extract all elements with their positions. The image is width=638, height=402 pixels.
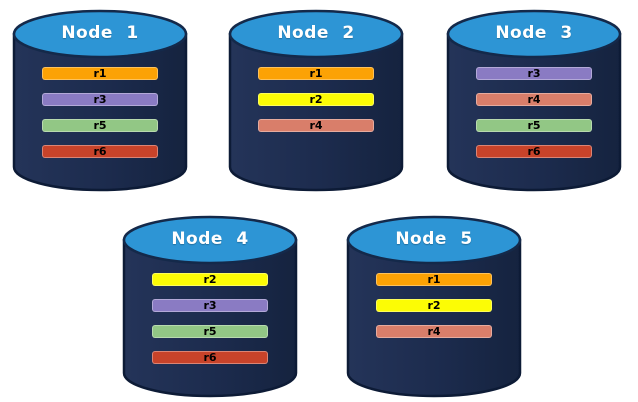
replica-bar: r1: [376, 273, 492, 286]
replica-bar: r3: [42, 93, 158, 106]
node-title: Node 5: [395, 229, 473, 249]
replica-bar: r5: [42, 119, 158, 132]
replica-bar: r3: [152, 299, 268, 312]
replica-bar: r4: [476, 93, 592, 106]
node-4: Node 4 r2 r3 r5 r6: [122, 214, 298, 398]
replica-bar: r6: [476, 145, 592, 158]
replica-bar: r3: [476, 67, 592, 80]
node-title: Node 2: [277, 23, 355, 43]
replica-bar: r2: [258, 93, 374, 106]
replica-bar: r1: [258, 67, 374, 80]
replica-list: r1 r2 r4: [376, 273, 492, 351]
replica-bar: r2: [376, 299, 492, 312]
node-title: Node 1: [61, 23, 139, 43]
node-title: Node 4: [171, 229, 249, 249]
replica-bar: r5: [152, 325, 268, 338]
node-1: Node 1 r1 r3 r5 r6: [12, 8, 188, 192]
node-2: Node 2 r1 r2 r4: [228, 8, 404, 192]
replica-bar: r4: [376, 325, 492, 338]
replica-bar: r5: [476, 119, 592, 132]
node-5: Node 5 r1 r2 r4: [346, 214, 522, 398]
replica-bar: r1: [42, 67, 158, 80]
replica-bar: r6: [152, 351, 268, 364]
replica-bar: r4: [258, 119, 374, 132]
replica-bar: r2: [152, 273, 268, 286]
replica-list: r1 r2 r4: [258, 67, 374, 145]
replica-list: r3 r4 r5 r6: [476, 67, 592, 171]
node-title: Node 3: [495, 23, 573, 43]
node-3: Node 3 r3 r4 r5 r6: [446, 8, 622, 192]
replica-list: r1 r3 r5 r6: [42, 67, 158, 171]
replica-bar: r6: [42, 145, 158, 158]
replica-list: r2 r3 r5 r6: [152, 273, 268, 377]
